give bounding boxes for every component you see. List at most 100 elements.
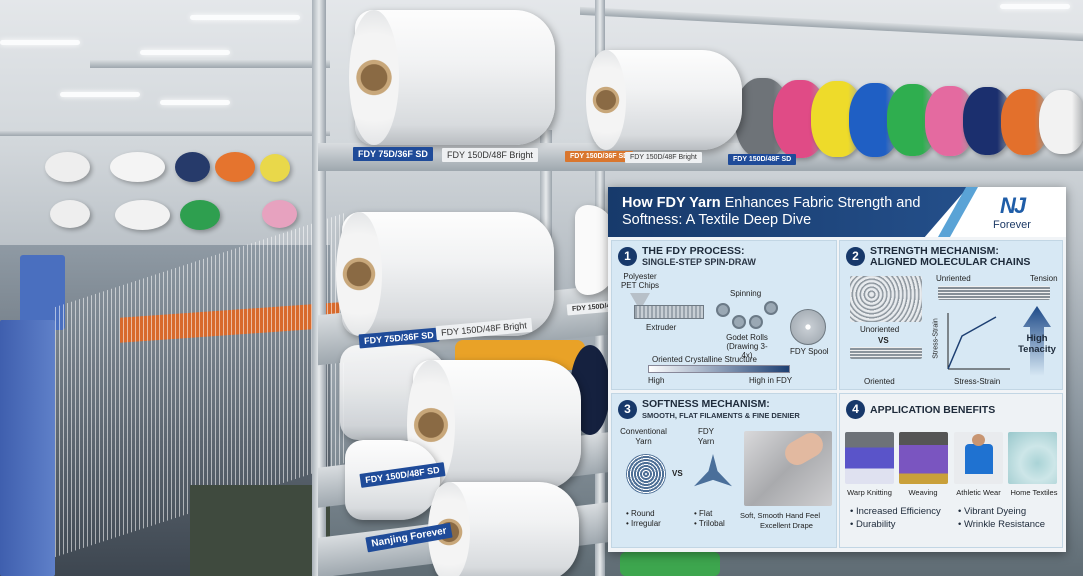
- benefit-item: • Durability: [850, 519, 896, 530]
- fdy-bullet: • Flat: [694, 509, 713, 518]
- rack-label: FDY 150D/36F SD: [565, 151, 634, 162]
- unoriented-label: Unoriented: [860, 325, 900, 334]
- godet-roll-icon: [764, 301, 778, 315]
- y-axis-label: Stress-Strain: [932, 318, 940, 359]
- frame-beam: [90, 60, 330, 68]
- yarn-spool: [336, 212, 554, 336]
- orientation-scale: [648, 365, 790, 373]
- section-number: 3: [618, 400, 637, 419]
- section-subtitle: SINGLE-STEP SPIN-DRAW: [642, 257, 756, 267]
- round-fiber-icon: [626, 454, 666, 494]
- section-title: APPLICATION BENEFITS: [870, 404, 996, 416]
- godet-roll-icon: [716, 303, 730, 317]
- rack-label: FDY 75D/36F SD: [353, 147, 433, 161]
- infographic-header: How FDY Yarn Enhances Fabric Strength an…: [608, 187, 1066, 237]
- drape-label: Excellent Drape: [760, 521, 813, 530]
- extruder-label: Extruder: [646, 323, 677, 332]
- frame-beam: [0, 130, 330, 136]
- section-number: 1: [618, 247, 637, 266]
- frame-beam: [580, 6, 1083, 42]
- app-label: Home Textiles: [1010, 488, 1058, 497]
- panel-fdy-process: 1 THE FDY PROCESS: SINGLE-STEP SPIN-DRAW…: [611, 240, 837, 390]
- app-label: Weaving: [908, 488, 938, 497]
- green-spool: [620, 552, 720, 576]
- unoriented-fibers-image: [850, 276, 922, 322]
- vs-label: VS: [878, 336, 889, 345]
- ceiling-light: [1000, 4, 1070, 9]
- rack-label: FDY 150D/48F Bright: [442, 148, 538, 162]
- home-textiles-image: [1008, 432, 1057, 484]
- background-spool: [175, 152, 210, 182]
- section-subtitle: ALIGNED MOLECULAR CHAINS: [870, 256, 1031, 268]
- app-label: Athletic Wear: [956, 488, 1001, 497]
- scale-low-label: High: [648, 376, 665, 385]
- extruder-icon: [634, 305, 704, 319]
- floor: [190, 485, 330, 576]
- benefit-item: • Vibrant Dyeing: [958, 506, 1027, 517]
- benefit-item: • Increased Efficiency: [850, 506, 941, 517]
- background-spool: [115, 200, 170, 230]
- oriented-fibers-image: [850, 347, 922, 359]
- fdy-yarn-label: FDY Yarn: [697, 427, 715, 446]
- fdy-spool-icon: [790, 309, 826, 345]
- panel-applications: 4 APPLICATION BENEFITS Warp Knitting Wea…: [839, 393, 1063, 548]
- warp-knitting-image: [845, 432, 894, 484]
- feel-label: Soft, Smooth Hand Feel: [740, 511, 821, 520]
- yarn-spool: [586, 50, 742, 150]
- rack-label: FDY 150D/48F SD: [728, 154, 797, 165]
- panel-softness: 3 SOFTNESS MECHANISM: SMOOTH, FLAT FILAM…: [611, 393, 837, 548]
- yarn-spool: [428, 482, 579, 576]
- scale-high-label: High in FDY: [749, 376, 793, 385]
- benefit-item: • Wrinkle Resistance: [958, 519, 1046, 530]
- ceiling-light: [160, 100, 230, 105]
- machine-housing: [0, 320, 55, 576]
- ceiling-light: [60, 92, 140, 97]
- trilobal-fiber-icon: [694, 454, 732, 487]
- section-title: STRENGTH MECHANISM:: [870, 245, 999, 257]
- colored-spool: [1039, 90, 1083, 154]
- vs-label: VS: [672, 469, 683, 478]
- chips-label: Polyester PET Chips: [620, 272, 660, 290]
- unoriented-top-label: Unriented: [936, 274, 971, 283]
- conventional-yarn-label: Conventional Yarn: [620, 427, 667, 446]
- fdy-bullet: • Trilobal: [694, 519, 725, 528]
- tenacity-label: High Tenacity: [1018, 333, 1056, 355]
- panel-strength: 2 STRENGTH MECHANISM: ALIGNED MOLECULAR …: [839, 240, 1063, 390]
- background-spool: [110, 152, 165, 182]
- background-spool: [45, 152, 90, 182]
- rack-label: FDY 150D/48F Bright: [625, 152, 702, 163]
- section-number: 4: [846, 400, 865, 419]
- scale-title: Oriented Crystalline Structure: [652, 355, 757, 364]
- background-spool: [215, 152, 255, 182]
- section-subtitle: SMOOTH, FLAT FILAMENTS & FINE DENIER: [642, 411, 800, 420]
- section-title: THE FDY PROCESS:: [642, 245, 745, 257]
- tension-label: Tension: [1030, 274, 1058, 283]
- app-label: Warp Knitting: [847, 488, 892, 497]
- infographic-title: How FDY Yarn Enhances Fabric Strength an…: [622, 195, 921, 228]
- athletic-wear-image: [954, 432, 1003, 484]
- background-spool: [262, 200, 297, 228]
- tension-fibers-image: [938, 286, 1050, 300]
- yarn-spool: [349, 10, 555, 145]
- section-number: 2: [846, 247, 865, 266]
- spool-label: FDY Spool: [790, 347, 829, 356]
- weaving-image: [899, 432, 948, 484]
- logo-mark: NJ: [1000, 193, 1026, 218]
- conv-bullet: • Irregular: [626, 519, 661, 528]
- ceiling-light: [190, 15, 300, 20]
- section-title: SOFTNESS MECHANISM:: [642, 398, 770, 410]
- ceiling-light: [140, 50, 230, 55]
- fabric-hand-image: [744, 428, 832, 506]
- background-spool: [50, 200, 90, 228]
- oriented-label: Oriented: [864, 377, 895, 386]
- background-spool: [260, 154, 290, 182]
- logo-text: Forever: [993, 219, 1031, 231]
- stress-strain-chart: [947, 313, 1010, 370]
- background-spool: [180, 200, 220, 230]
- godet-roll-icon: [749, 315, 763, 329]
- spinning-label: Spinning: [730, 289, 762, 298]
- conv-bullet: • Round: [626, 509, 655, 518]
- godet-label: Godet Rolls (Drawing 3-4x): [726, 333, 768, 360]
- godet-roll-icon: [732, 315, 746, 329]
- x-axis-label: Stress-Strain: [954, 377, 1001, 386]
